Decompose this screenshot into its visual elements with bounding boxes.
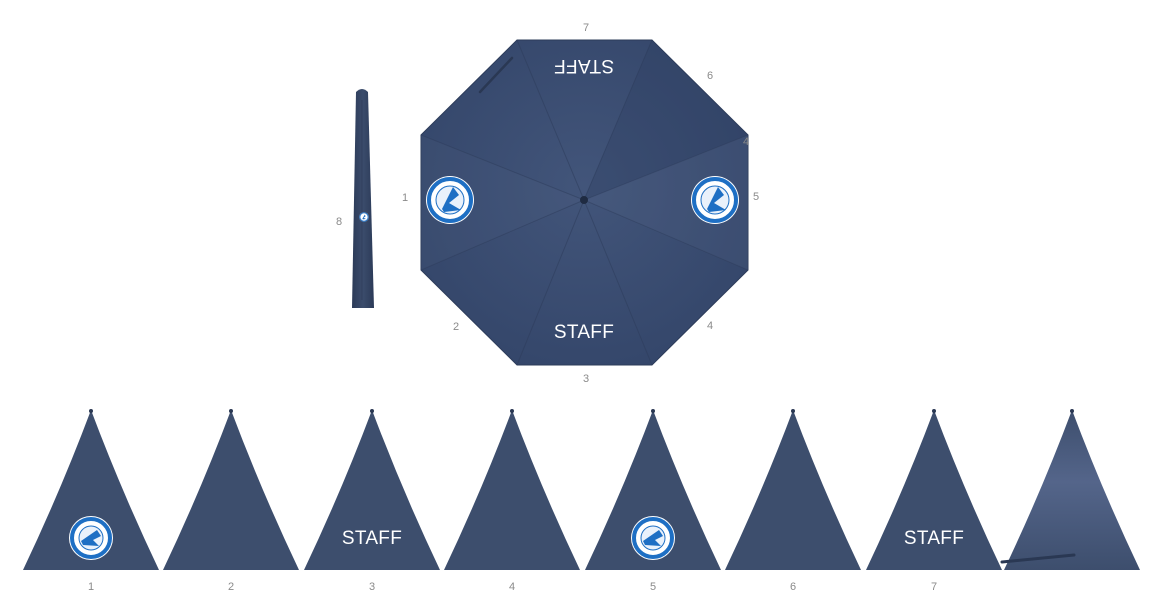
canopy-tip-icon	[651, 409, 655, 413]
panel-shape	[1004, 410, 1140, 570]
panel-2: 2	[163, 409, 299, 593]
panel-number: 2	[228, 581, 234, 593]
panel-1: 1	[23, 409, 159, 593]
panel-shape	[585, 410, 721, 570]
panel-number-top-right: 6	[707, 70, 713, 82]
panel-number: 7	[931, 581, 937, 593]
panel-shape	[304, 410, 440, 570]
panel-number-bottom-right: 4	[707, 320, 713, 332]
panel-text: STAFF	[342, 528, 402, 549]
club-crest-icon	[631, 516, 675, 560]
canopy-tip-icon	[370, 409, 374, 413]
panel-shape	[163, 410, 299, 570]
umbrella-canopy	[420, 39, 749, 366]
umbrella-sleeve	[352, 89, 374, 308]
panel-3: STAFF 3	[304, 409, 440, 593]
panel-number-bottom: 3	[583, 373, 589, 385]
panel-shape	[866, 410, 1002, 570]
canopy-tip-icon	[932, 409, 936, 413]
panel-number-right-tip: 4	[743, 136, 749, 148]
canopy-center-icon	[580, 196, 588, 204]
panel-number-right: 5	[753, 191, 759, 203]
panel-shape	[444, 410, 580, 570]
panel-number: 5	[650, 581, 656, 593]
panel-row: 1 2 STAFF 3 4 5 6 STAFF 7	[23, 409, 1140, 593]
panel-5: 5	[585, 409, 721, 593]
club-crest-icon	[69, 516, 113, 560]
sleeve-logo-icon	[359, 212, 369, 222]
panel-shape	[23, 410, 159, 570]
panel-4: 4	[444, 409, 580, 593]
panel-8	[1000, 409, 1140, 570]
canopy-tip-icon	[1070, 409, 1074, 413]
canopy-tip-icon	[791, 409, 795, 413]
canopy-tip-icon	[229, 409, 233, 413]
canopy-logo-left-icon	[426, 176, 474, 224]
strap-icon	[1000, 553, 1076, 564]
panel-6: 6	[725, 409, 861, 593]
canopy-logo-right-icon	[691, 176, 739, 224]
panel-number: 6	[790, 581, 796, 593]
panel-text: STAFF	[904, 528, 964, 549]
panel-number-top: 7	[583, 22, 589, 34]
panel-number: 3	[369, 581, 375, 593]
panel-7: STAFF 7	[866, 409, 1002, 593]
panel-number-sleeve: 8	[336, 216, 342, 228]
panel-number-left: 1	[402, 192, 408, 204]
panel-number: 1	[88, 581, 94, 593]
panel-shape	[725, 410, 861, 570]
canopy-tip-icon	[510, 409, 514, 413]
canopy-text-top: STAFF	[554, 55, 614, 76]
panel-number: 4	[509, 581, 515, 593]
panel-number-bottom-left: 2	[453, 321, 459, 333]
canopy-text-bottom: STAFF	[554, 322, 614, 343]
canopy-tip-icon	[89, 409, 93, 413]
